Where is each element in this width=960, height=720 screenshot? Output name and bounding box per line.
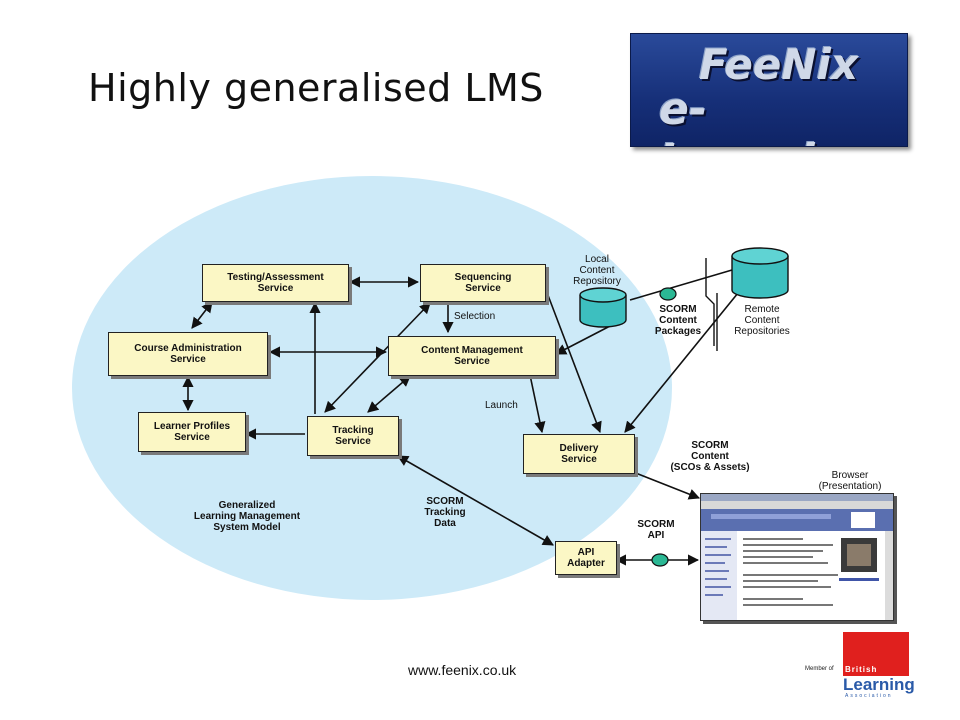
label-browser: Browser (Presentation)	[818, 470, 882, 492]
line-packages	[629, 269, 733, 301]
label-local-repository: Local Content Repository	[573, 254, 621, 287]
bla-british: British	[845, 665, 878, 674]
network-break	[705, 258, 715, 346]
browser-screenshot	[700, 493, 894, 621]
slide-title: Highly generalised LMS	[88, 66, 544, 110]
remote-repo-cylinder	[731, 247, 789, 299]
footer-url[interactable]: www.feenix.co.uk	[408, 662, 517, 678]
arrow-tracking-content	[367, 375, 411, 413]
node-sequencing: Sequencing Service	[420, 264, 546, 302]
scorm-api-connector	[651, 553, 669, 567]
local-repo-cylinder	[579, 287, 627, 328]
node-learner-profiles: Learner Profiles Service	[138, 412, 246, 452]
bla-learning: Learning	[843, 675, 915, 694]
bla-association: Association	[845, 693, 893, 699]
label-scorm-api: SCORM API	[637, 519, 675, 541]
bla-red-block	[843, 632, 909, 676]
arrow-delivery-browser	[627, 469, 701, 500]
label-selection: Selection	[454, 311, 496, 322]
arrow-launch	[529, 374, 546, 434]
node-course-administration: Course Administration Service	[108, 332, 268, 376]
logo-line-2: e-Learning	[659, 84, 878, 146]
arrow-sequencing-delivery	[545, 289, 602, 434]
bla-membership-badge: Member of British Learning Association	[805, 632, 915, 700]
arrow-localrepo-content	[555, 324, 613, 355]
arrow-tracking-api	[397, 455, 554, 546]
browser-thumbnail-graphic	[701, 494, 893, 620]
label-model-name: Generalized Learning Management System M…	[193, 500, 301, 533]
label-scorm-content: SCORM Content (SCOs & Assets)	[670, 440, 750, 473]
node-api-adapter: API Adapter	[555, 541, 617, 575]
scorm-packages-connector	[659, 287, 677, 301]
arrow-testing-courseadmin	[191, 301, 213, 329]
logo-line-1: FeeNix	[699, 40, 859, 89]
node-content-management: Content Management Service	[388, 336, 556, 376]
label-remote-repositories: Remote Content Repositories	[734, 304, 790, 337]
feenix-logo: FeeNix e-Learning	[630, 33, 908, 147]
label-launch: Launch	[485, 400, 518, 411]
label-scorm-packages: SCORM Content Packages	[654, 304, 702, 337]
node-delivery: Delivery Service	[523, 434, 635, 474]
bla-member-of: Member of	[805, 666, 834, 672]
node-tracking: Tracking Service	[307, 416, 399, 456]
label-scorm-tracking-data: SCORM Tracking Data	[424, 496, 466, 529]
lms-ellipse	[72, 176, 672, 600]
arrow-tracking-sequencing	[324, 302, 431, 413]
node-testing-assessment: Testing/Assessment Service	[202, 264, 349, 302]
arrow-remote-delivery	[624, 292, 739, 433]
